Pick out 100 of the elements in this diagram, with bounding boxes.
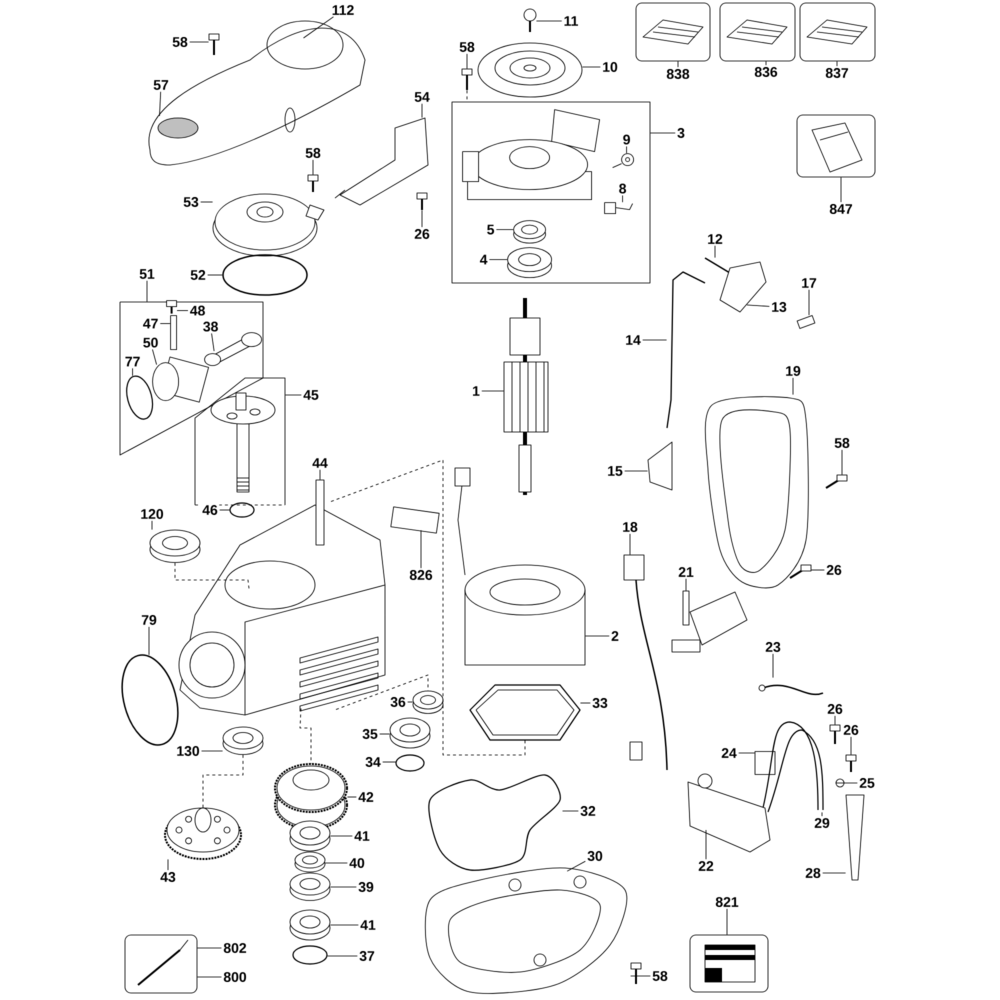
leader-line	[146, 280, 148, 302]
callout-number: 32	[578, 804, 598, 818]
gear-housing	[178, 480, 386, 716]
leader-line	[746, 304, 770, 307]
callout-number: 58	[458, 40, 476, 54]
lever	[720, 262, 766, 312]
leader-line	[850, 736, 852, 756]
leader-line	[536, 20, 562, 22]
retaining-clip	[395, 754, 425, 772]
bearing-ring	[290, 820, 330, 852]
o-ring	[229, 502, 255, 518]
leader-line	[624, 470, 648, 472]
gear	[274, 763, 348, 830]
alignment-line	[202, 754, 244, 808]
callout-number: 48	[188, 304, 207, 318]
leader-line	[488, 259, 508, 260]
callout-number: 35	[360, 728, 380, 740]
leader-line	[312, 159, 314, 175]
callout-number: 24	[720, 746, 738, 760]
pin	[704, 257, 730, 274]
callout-number: 826	[408, 568, 434, 582]
kit-card	[800, 2, 876, 62]
end-cap	[478, 42, 582, 98]
carbon-brush	[604, 202, 633, 214]
callout-number: 58	[304, 146, 322, 160]
callout-number: 54	[412, 90, 432, 104]
callout-number: 39	[356, 880, 376, 894]
alignment-line	[336, 674, 428, 710]
kit-card	[720, 2, 796, 62]
callout-number: 36	[388, 696, 408, 708]
callout-number: 22	[696, 860, 716, 872]
piston-assembly-frame	[120, 302, 264, 456]
leader-line	[420, 530, 422, 569]
callout-number: 19	[784, 364, 802, 378]
bearing-ring	[412, 690, 444, 714]
leader-line	[726, 908, 728, 936]
switch-bracket	[334, 118, 428, 206]
callout-number: 58	[170, 36, 190, 48]
callout-number: 25	[858, 776, 876, 790]
leader-line	[792, 377, 794, 396]
callout-number: 112	[330, 4, 356, 16]
leader-line	[582, 66, 601, 68]
callout-number: 50	[141, 336, 160, 350]
callout-number: 847	[828, 202, 854, 216]
callout-number: 26	[824, 564, 844, 576]
screw	[630, 962, 642, 984]
screw	[789, 564, 812, 579]
callout-number: 41	[352, 830, 372, 842]
motor-cover	[148, 20, 366, 166]
leader-line	[580, 702, 591, 704]
bearing-ring	[294, 852, 326, 872]
leader-line	[714, 245, 716, 258]
label-plate	[390, 506, 440, 534]
leader-line	[834, 715, 836, 726]
alignment-line	[174, 562, 250, 589]
callout-number: 23	[764, 640, 782, 654]
gasket	[469, 684, 581, 741]
handle	[704, 396, 809, 588]
connecting-rod	[204, 332, 262, 366]
callout-number: 800	[222, 970, 248, 984]
callout-number: 26	[412, 228, 432, 240]
callout-number: 77	[123, 355, 142, 368]
leader-line	[176, 310, 188, 311]
callout-number: 2	[610, 630, 620, 642]
leader-line	[132, 368, 133, 376]
terminal	[754, 751, 776, 775]
callout-number: 30	[586, 850, 604, 862]
screw	[308, 174, 318, 192]
callout-number: 57	[152, 78, 170, 92]
callout-number: 58	[650, 970, 670, 982]
callout-number: 42	[356, 790, 376, 804]
screw	[166, 300, 177, 314]
leader-line	[836, 61, 838, 67]
callout-number: 40	[348, 856, 366, 870]
leader-line	[772, 653, 774, 678]
screw	[825, 474, 848, 489]
screw	[524, 8, 536, 32]
bearing-ring	[390, 718, 430, 748]
callout-number: 46	[200, 504, 220, 516]
callout-number: 47	[141, 317, 160, 330]
o-ring	[222, 254, 308, 296]
trigger-lever	[648, 442, 672, 490]
callout-number: 8	[617, 182, 628, 196]
callout-number: 53	[182, 196, 200, 208]
leader-line	[303, 16, 334, 38]
callout-number: 3	[676, 126, 686, 140]
leader-line	[152, 349, 157, 365]
retaining-clip	[292, 945, 328, 965]
leader-line	[738, 752, 755, 754]
wire-harness	[761, 721, 824, 812]
bearing-cap	[212, 194, 324, 256]
leader-line	[330, 886, 357, 888]
callout-number: 18	[620, 520, 640, 534]
callout-number: 13	[770, 300, 788, 314]
callout-number: 838	[664, 68, 692, 80]
callout-number: 9	[621, 133, 632, 146]
callout-number: 37	[358, 950, 376, 962]
callout-number: 41	[358, 918, 378, 932]
callout-number: 836	[752, 66, 780, 78]
bearing-ring	[290, 872, 330, 901]
